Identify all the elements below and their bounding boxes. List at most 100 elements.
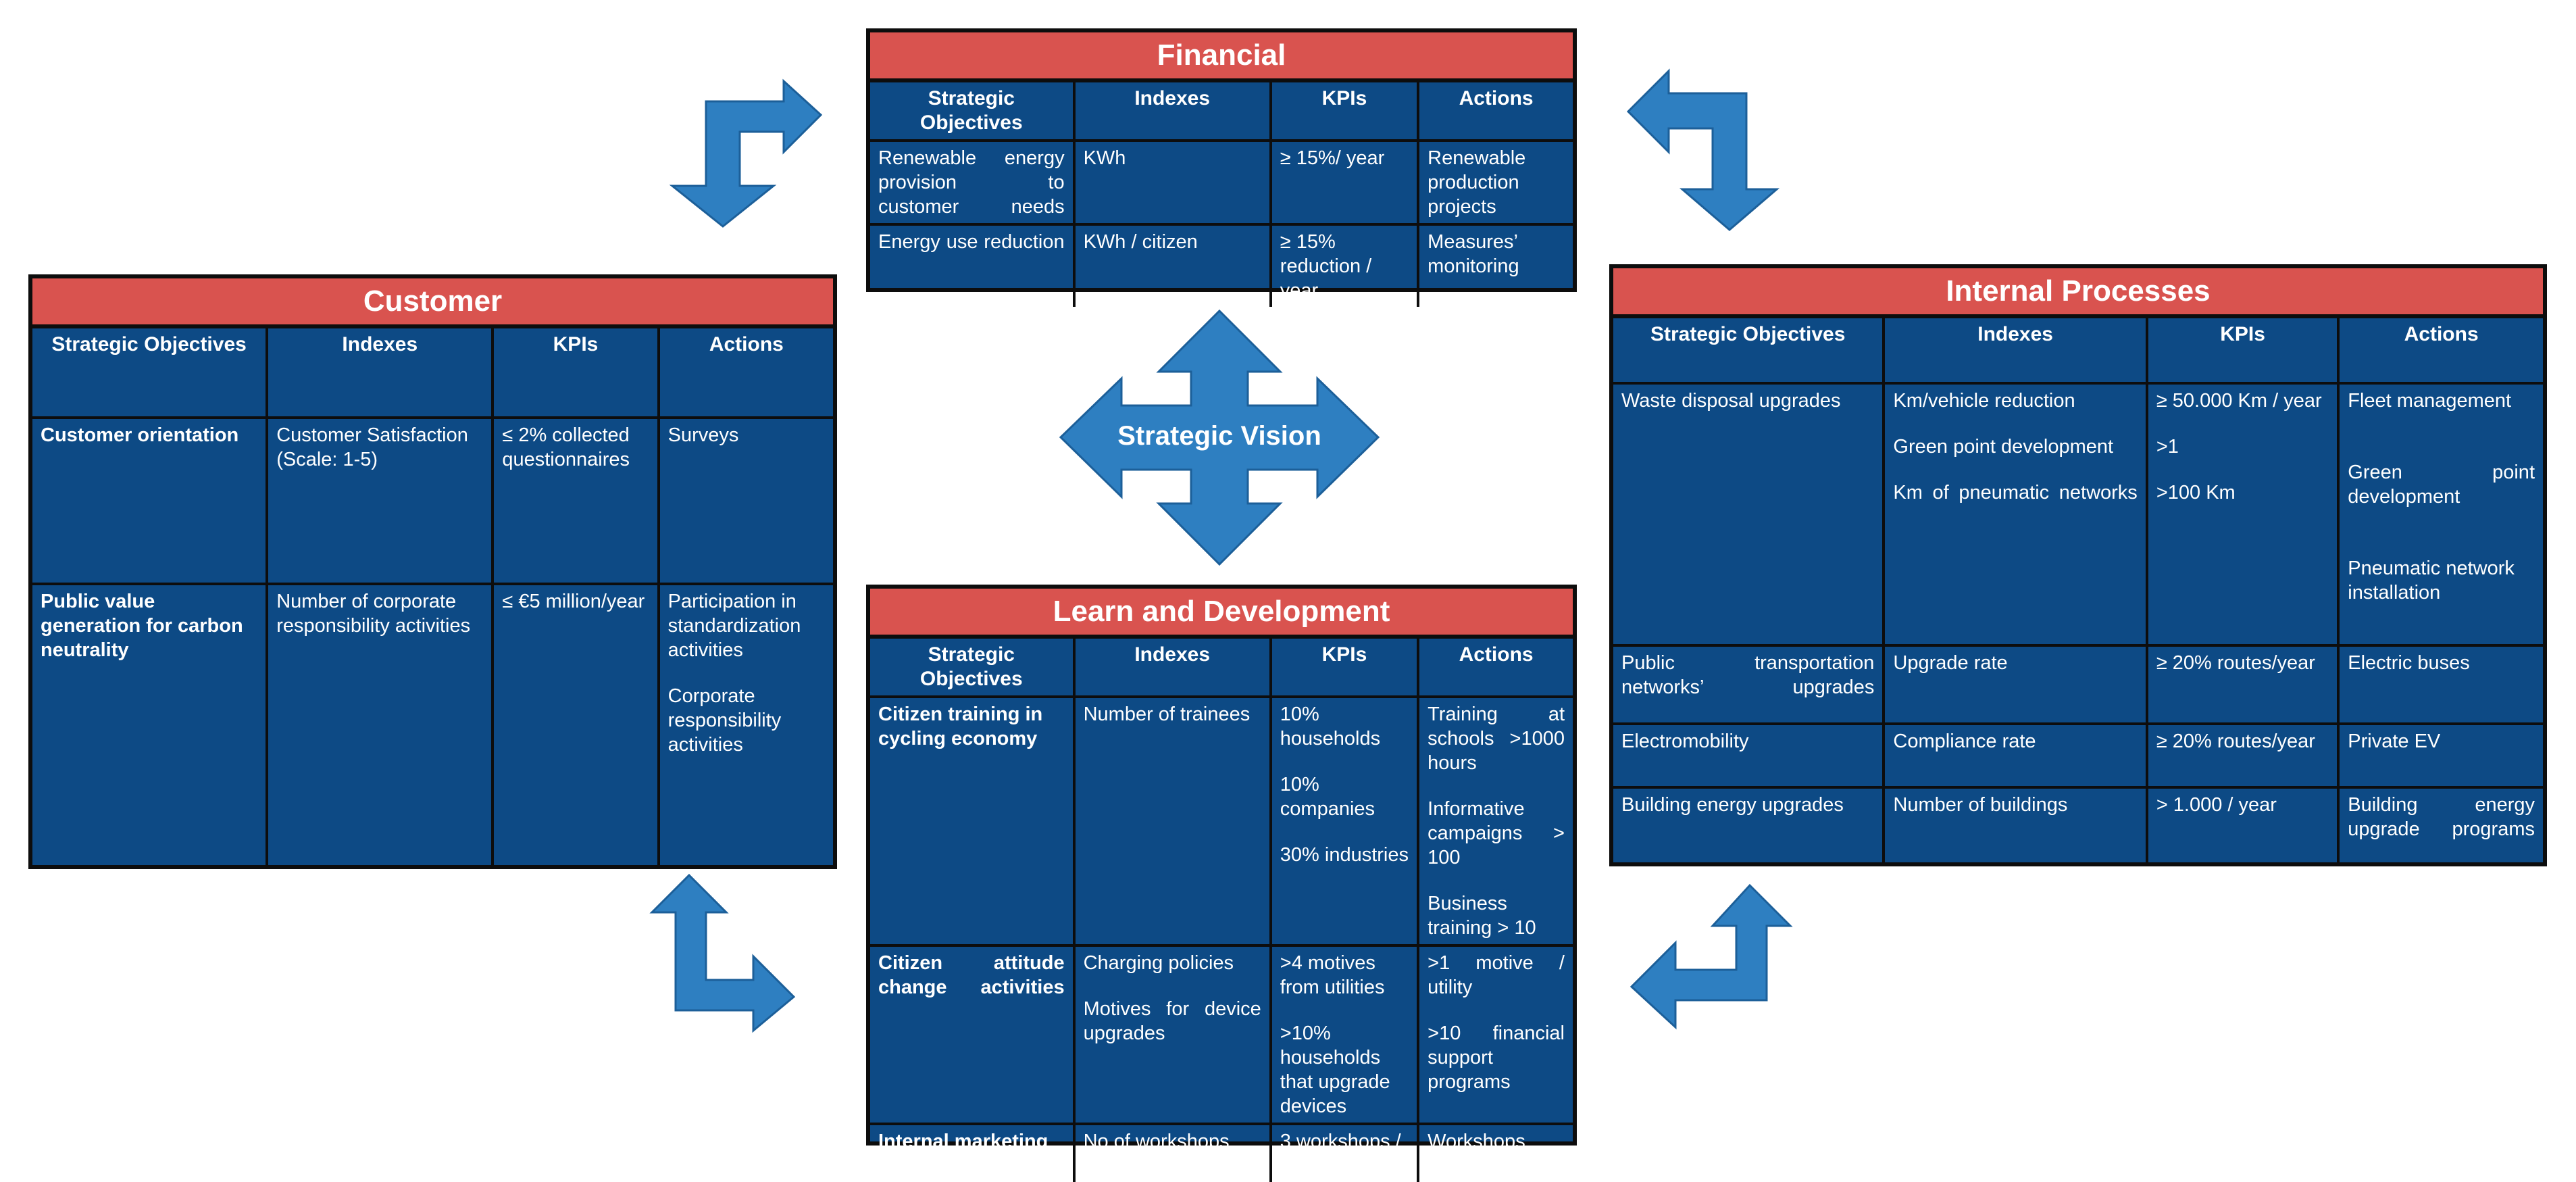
customer-header-objectives: Strategic Objectives — [32, 328, 269, 419]
objective-cell: Citizen training in cycling economy — [870, 695, 1076, 947]
table-row: Customer orientation Customer Satisfacti… — [32, 416, 833, 585]
action-cell: Private EV — [2337, 722, 2543, 789]
table-row: Energy use reduction KWh / citizen ≥ 15%… — [870, 223, 1573, 307]
financial-header-objectives: Strategic Objectives — [870, 82, 1076, 142]
objective-cell: Public transportation networks’ upgrades — [1613, 644, 1886, 725]
elbow-arrow-bottom-left — [649, 873, 796, 1033]
internal-header-objectives: Strategic Objectives — [1613, 318, 1886, 385]
elbow-arrow-top-left-shape — [669, 78, 823, 228]
internal-header-kpis: KPIs — [2145, 318, 2340, 385]
kpi-cell: ≥ 15% reduction / year — [1269, 223, 1420, 307]
learn-header-actions: Actions — [1417, 639, 1573, 698]
strategic-vision-label: Strategic Vision — [1117, 421, 1321, 451]
internal-processes-panel: Internal Processes Strategic Objectives … — [1609, 264, 2547, 866]
action-cell: Participation in standardization activit… — [657, 583, 833, 865]
index-cell: Charging policies Motives for device upg… — [1072, 944, 1272, 1125]
action-line: Business training > 10 — [1428, 893, 1536, 939]
kpi-line: 10% households — [1280, 704, 1381, 749]
table-row: Public value generation for carbon neutr… — [32, 583, 833, 865]
internal-processes-title: Internal Processes — [1613, 268, 2543, 318]
index-cell: Number of trainees — [1072, 695, 1272, 947]
kpi-cell: ≤ €5 million/year — [491, 583, 660, 865]
action-cell: Fleet management Green point development… — [2337, 382, 2543, 647]
index-cell: Compliance rate — [1882, 722, 2148, 789]
kpi-cell: >4 motives from utilities >10% household… — [1269, 944, 1420, 1125]
learn-development-table: Strategic Objectives Indexes KPIs Action… — [870, 639, 1573, 1182]
objective-cell: Public value generation for carbon neutr… — [32, 583, 269, 865]
objective-cell: Energy use reduction — [870, 223, 1076, 307]
internal-processes-table: Strategic Objectives Indexes KPIs Action… — [1613, 318, 2543, 862]
elbow-arrow-top-right-shape — [1626, 68, 1780, 231]
kpi-line: 30% industries — [1280, 844, 1409, 866]
index-line: Charging policies — [1083, 952, 1234, 974]
table-row: Citizen training in cycling economy Numb… — [870, 695, 1573, 947]
index-cell: KWh — [1072, 139, 1272, 226]
customer-table: Strategic Objectives Indexes KPIs Action… — [32, 328, 833, 865]
index-line: Motives for device upgrades — [1083, 998, 1261, 1044]
strategic-vision-arrow — [1059, 309, 1380, 566]
index-line: Km/vehicle reduction — [1893, 390, 2075, 412]
table-row: Renewable energy provision to customer n… — [870, 139, 1573, 226]
objective-cell: Waste disposal upgrades — [1613, 382, 1886, 647]
kpi-cell: 3 workshops / year — [1269, 1123, 1420, 1182]
kpi-cell: 10% households 10% companies 30% industr… — [1269, 695, 1420, 947]
table-row: Waste disposal upgrades Km/vehicle reduc… — [1613, 382, 2543, 647]
index-cell: KWh / citizen — [1072, 223, 1272, 307]
learn-header-kpis: KPIs — [1269, 639, 1420, 698]
customer-panel: Customer Strategic Objectives Indexes KP… — [28, 274, 837, 869]
internal-header-indexes: Indexes — [1882, 318, 2148, 385]
index-cell: Number of corporate responsibility activ… — [266, 583, 495, 865]
objective-cell: Renewable energy provision to customer n… — [870, 139, 1076, 226]
objective-cell: Electromobility — [1613, 722, 1886, 789]
action-cell: >1 motive / utility >10 financial suppor… — [1417, 944, 1573, 1125]
action-cell: Surveys — [657, 416, 833, 585]
elbow-arrow-bottom-right — [1630, 883, 1793, 1030]
table-row: Public transportation networks’ upgrades… — [1613, 644, 2543, 725]
customer-header-kpis: KPIs — [491, 328, 660, 419]
table-row: Building energy upgrades Number of build… — [1613, 786, 2543, 862]
customer-title: Customer — [32, 278, 833, 328]
elbow-arrow-top-right — [1626, 68, 1780, 231]
kpi-cell: ≥ 20% routes/year — [2145, 722, 2340, 789]
financial-table: Strategic Objectives Indexes KPIs Action… — [870, 82, 1573, 307]
kpi-line: >100 Km — [2156, 482, 2236, 503]
elbow-arrow-top-left — [669, 78, 823, 228]
kpi-line: >1 — [2156, 436, 2179, 458]
action-line: Fleet management — [2348, 390, 2512, 412]
table-row: Internal marketing No of workshops 3 wor… — [870, 1123, 1573, 1182]
action-line: Training at schools >1000 hours — [1428, 704, 1565, 774]
internal-header-actions: Actions — [2337, 318, 2543, 385]
learn-development-panel: Learn and Development Strategic Objectiv… — [866, 585, 1577, 1182]
objective-cell: Customer orientation — [32, 416, 269, 585]
action-cell: Workshops — [1417, 1123, 1573, 1182]
action-line: Informative campaigns > 100 — [1428, 798, 1565, 868]
index-cell: Number of buildings — [1882, 786, 2148, 862]
financial-header-actions: Actions — [1417, 82, 1573, 142]
kpi-cell: ≥ 50.000 Km / year >1 >100 Km — [2145, 382, 2340, 647]
kpi-line: ≥ 50.000 Km / year — [2156, 390, 2322, 412]
kpi-cell: ≥ 20% routes/year — [2145, 644, 2340, 725]
action-line: Green point development — [2348, 462, 2535, 508]
table-row: Citizen attitude change activities Charg… — [870, 944, 1573, 1125]
index-cell: Upgrade rate — [1882, 644, 2148, 725]
objective-cell: Citizen attitude change activities — [870, 944, 1076, 1125]
financial-title: Financial — [870, 32, 1573, 82]
learn-header-objectives: Strategic Objectives — [870, 639, 1076, 698]
kpi-line: >4 motives from utilities — [1280, 952, 1385, 998]
action-cell: Electric buses — [2337, 644, 2543, 725]
kpi-cell: ≥ 15%/ year — [1269, 139, 1420, 226]
financial-header-indexes: Indexes — [1072, 82, 1272, 142]
kpi-line: 10% companies — [1280, 774, 1375, 820]
action-cell: Training at schools >1000 hours Informat… — [1417, 695, 1573, 947]
action-line: Pneumatic network installation — [2348, 558, 2515, 604]
action-cell: Building energy upgrade programs — [2337, 786, 2543, 862]
index-cell: No of workshops — [1072, 1123, 1272, 1182]
financial-panel: Financial Strategic Objectives Indexes K… — [866, 28, 1577, 307]
four-way-arrow-shape — [1059, 309, 1380, 566]
learn-development-title: Learn and Development — [870, 589, 1573, 639]
action-line: >10 financial support programs — [1428, 1023, 1565, 1093]
financial-header-kpis: KPIs — [1269, 82, 1420, 142]
objective-cell: Internal marketing — [870, 1123, 1076, 1182]
elbow-arrow-bottom-right-shape — [1630, 883, 1793, 1030]
customer-header-actions: Actions — [657, 328, 833, 419]
